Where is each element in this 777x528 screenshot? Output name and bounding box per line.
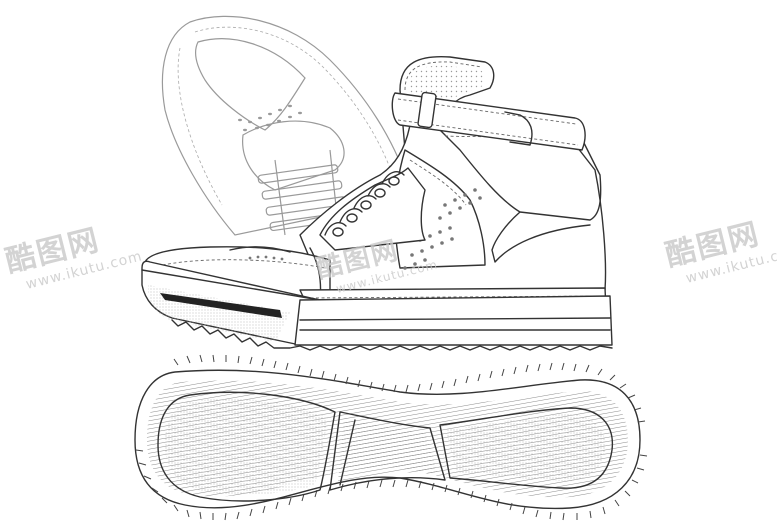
side-perforations [403, 188, 482, 270]
perforation-holes [238, 104, 302, 132]
top-view-shoe [161, 15, 411, 236]
outsole-bottom-view [134, 354, 648, 521]
toe-perforations [248, 255, 284, 261]
top-view-laces [257, 149, 347, 236]
lace-eyelets [324, 171, 405, 237]
side-view-sneaker [141, 55, 613, 351]
